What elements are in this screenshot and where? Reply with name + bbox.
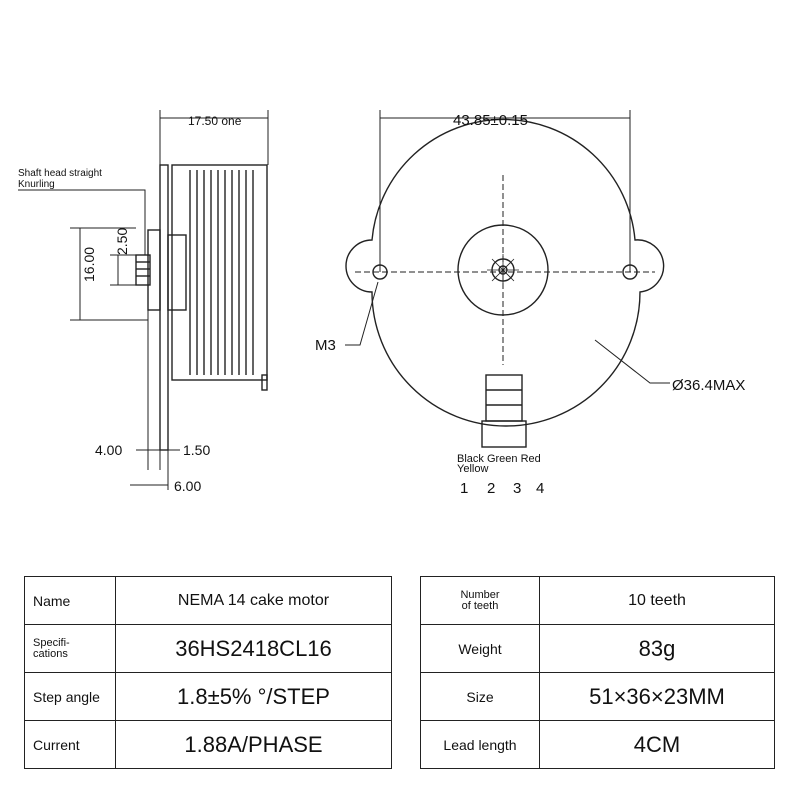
spec-value: NEMA 14 cake motor — [115, 576, 392, 625]
pin-2: 2 — [487, 480, 495, 497]
dim-1-50-label: 1.50 — [183, 442, 210, 458]
table-row: Step angle 1.8±5% °/STEP — [24, 672, 392, 721]
spec-value: 10 teeth — [539, 576, 775, 625]
table-row: Current 1.88A/PHASE — [24, 720, 392, 769]
spec-label: Name — [24, 576, 116, 625]
shaft-note-line2: Knurling — [18, 179, 55, 190]
spec-label: Lead length — [420, 720, 540, 769]
side-view-motor — [135, 164, 268, 451]
front-view-motor — [345, 118, 665, 448]
spec-table-left: Name NEMA 14 cake motor Specifi- cations… — [24, 576, 392, 769]
spec-table-right: Number of teeth 10 teeth Weight 83g Size… — [420, 576, 775, 769]
dim-16-00-label: 16.00 — [81, 247, 97, 282]
spec-value: 83g — [539, 624, 775, 673]
dim-width-label: 43.85±0.15 — [453, 112, 528, 129]
wire-colors-line2: Yellow — [457, 463, 488, 475]
hole-label: M3 — [315, 337, 336, 354]
spec-label: Current — [24, 720, 116, 769]
table-row: Number of teeth 10 teeth — [420, 576, 775, 625]
table-row: Lead length 4CM — [420, 720, 775, 769]
dim-4-00-label: 4.00 — [95, 442, 122, 458]
diameter-label: Ø36.4MAX — [672, 377, 745, 394]
spec-label: Number of teeth — [420, 576, 540, 625]
spec-value: 4CM — [539, 720, 775, 769]
pin-4: 4 — [536, 480, 544, 497]
spec-value: 36HS2418CL16 — [115, 624, 392, 673]
spec-label: Step angle — [24, 672, 116, 721]
table-row: Weight 83g — [420, 624, 775, 673]
spec-label: Specifi- cations — [24, 624, 116, 673]
dim-6-00-label: 6.00 — [174, 478, 201, 494]
table-row: Specifi- cations 36HS2418CL16 — [24, 624, 392, 673]
front-view-dimensions — [345, 110, 670, 384]
side-view-dimensions — [18, 110, 269, 490]
table-row: Name NEMA 14 cake motor — [24, 576, 392, 625]
spec-value: 51×36×23MM — [539, 672, 775, 721]
dim-top-label: 17.50 one — [188, 114, 242, 128]
spec-label: Weight — [420, 624, 540, 673]
pin-1: 1 — [460, 480, 468, 497]
spec-value: 1.88A/PHASE — [115, 720, 392, 769]
spec-value: 1.8±5% °/STEP — [115, 672, 392, 721]
spec-label: Size — [420, 672, 540, 721]
table-row: Size 51×36×23MM — [420, 672, 775, 721]
dim-2-50-label: 2.50 — [114, 228, 130, 255]
technical-drawing: 17.50 one Shaft head straight Knurling 2… — [18, 110, 745, 497]
wire-colors-line1: Black Green Red — [457, 453, 541, 465]
shaft-note-line1: Shaft head straight — [18, 168, 102, 179]
pin-3: 3 — [513, 480, 521, 497]
